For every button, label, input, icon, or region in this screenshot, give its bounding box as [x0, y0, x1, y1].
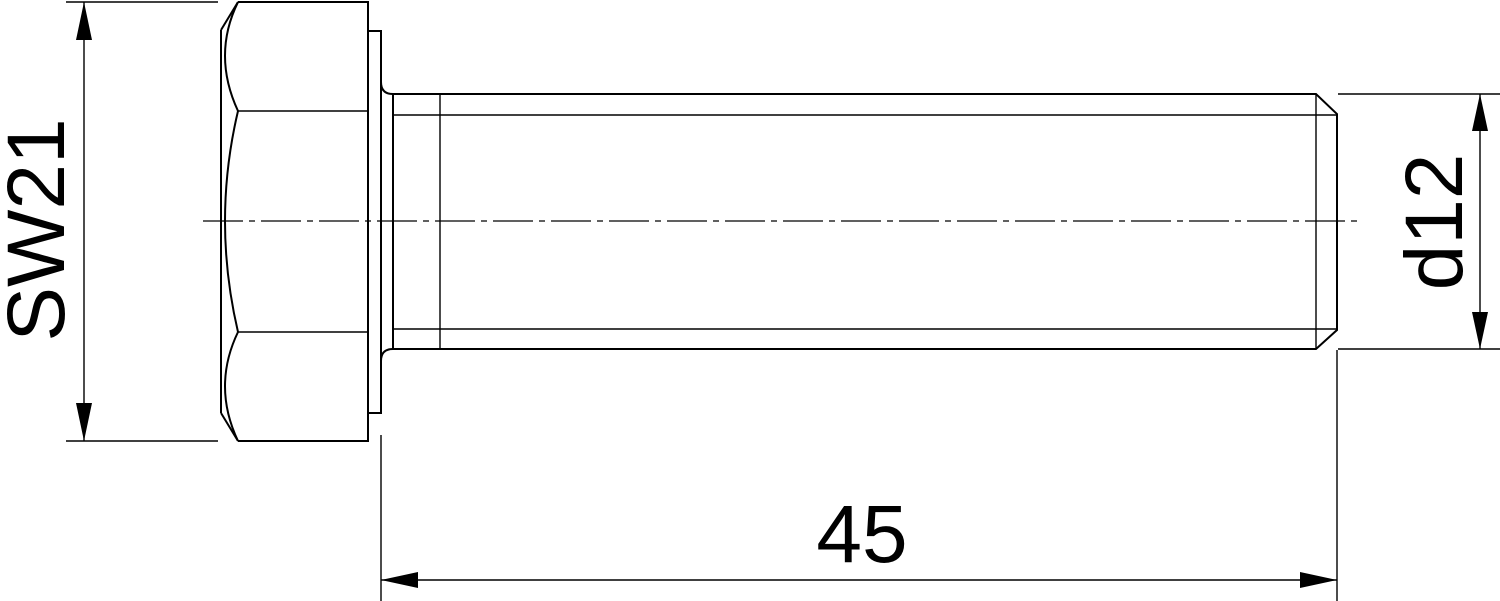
arrow-down-icon	[76, 403, 92, 441]
arrow-up-icon	[76, 2, 92, 40]
dimension-length: 45	[380, 350, 1338, 601]
arrow-up-icon	[1472, 94, 1488, 131]
arrow-down-icon	[1472, 312, 1488, 349]
arrow-left-icon	[381, 572, 418, 588]
bolt-washer-face	[368, 30, 394, 414]
dimension-wrench-size: SW21	[0, 1, 218, 442]
dimension-diameter: d12	[1338, 93, 1500, 350]
diameter-label: d12	[1389, 154, 1480, 291]
arrow-right-icon	[1300, 572, 1337, 588]
wrench-size-label: SW21	[0, 118, 82, 341]
length-label: 45	[816, 489, 907, 580]
